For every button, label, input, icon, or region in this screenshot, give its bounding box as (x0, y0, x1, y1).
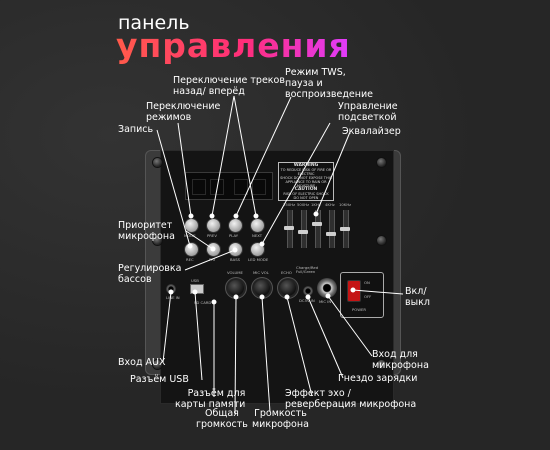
led-mode-button[interactable] (251, 243, 264, 256)
prev-label: PREV (207, 233, 217, 238)
screw-icon (377, 158, 386, 167)
callout-equalizer: Эквалайзер (342, 126, 401, 137)
eq-slider-250hz[interactable] (284, 226, 294, 230)
eq-slider-10khz[interactable] (340, 227, 350, 231)
led-display (185, 172, 273, 200)
power-label: POWER (352, 307, 367, 312)
callout-master-volume: Общая громкость (196, 408, 248, 430)
dc-charge-jack[interactable] (303, 286, 313, 296)
screw-icon (377, 360, 386, 369)
volume-knob[interactable] (228, 280, 244, 296)
mic-volume-knob[interactable] (254, 280, 270, 296)
screw-icon (153, 158, 162, 167)
bass-label: BASS (230, 257, 241, 262)
callout-charge: Гнездо зарядки (338, 373, 418, 384)
eq-band-label: 500Hz (297, 202, 310, 207)
mic-in-label: MIC IN (319, 299, 332, 304)
mode-button[interactable] (185, 219, 198, 232)
callout-usb: Разъём USB (130, 374, 189, 385)
play-label: PLAY (229, 233, 239, 238)
callout-power: Вкл/ выкл (405, 286, 430, 308)
mic-in-jack[interactable] (317, 278, 337, 298)
mic-vol-label: MIC VOL (253, 270, 269, 275)
power-on-label: ON (364, 280, 370, 285)
callout-echo: Эффект эхо / реверберация микрофона (285, 388, 417, 410)
callout-mode-switch: Переключение режимов (146, 101, 221, 123)
callout-sd: Разъём для карты памяти (175, 388, 246, 410)
play-button[interactable] (229, 219, 242, 232)
callout-mic-in: Вход для микрофона (372, 349, 429, 371)
callout-bass: Регулировка бассов (118, 263, 182, 285)
callout-record: Запись (118, 124, 154, 135)
power-off-label: OFF (364, 294, 372, 299)
screw-icon (153, 360, 162, 369)
rec-label: REC (186, 257, 194, 262)
eq-band-label: 10KHz (339, 202, 352, 207)
caution-text: RISK OF ELECTRIC SHOCK DO NOT OPEN (283, 192, 329, 200)
screw-icon (377, 236, 386, 245)
charge-label: Charge/Red Full/Green (296, 265, 319, 274)
prev-button[interactable] (207, 219, 220, 232)
page-subtitle: панель (118, 12, 190, 34)
eq-band-label: 1KHz (311, 202, 321, 207)
callout-backlight: Управление подсветкой (338, 101, 398, 123)
usb-label: USB (191, 278, 199, 283)
eq-slider-track (315, 210, 321, 248)
volume-label: VOLUME (227, 270, 243, 275)
eq-slider-1khz[interactable] (312, 222, 322, 226)
page-title: управления (116, 26, 351, 65)
mode-label: MODE (184, 233, 196, 238)
eq-band-label: 4KHz (325, 202, 335, 207)
callout-mic-priority: Приоритет микрофона (118, 220, 175, 242)
warning-text: TO REDUCE RISK OF FIRE OR ELECTRIC SHOCK… (280, 168, 332, 188)
warning-label: WARNING TO REDUCE RISK OF FIRE OR ELECTR… (278, 162, 334, 201)
echo-knob[interactable] (280, 280, 296, 296)
callout-aux: Вход AUX (118, 357, 166, 368)
callout-track-switch: Переключение треков назад/ вперёд (173, 75, 285, 97)
caution-title: CAUTION (294, 187, 318, 192)
eq-slider-track (301, 210, 307, 248)
line-in-label: LINE IN (166, 295, 180, 300)
echo-label: ECHO (281, 270, 292, 275)
callout-mic-volume: Громкость микрофона (252, 408, 309, 430)
aux-jack[interactable] (166, 284, 176, 294)
eq-slider-500hz[interactable] (298, 230, 308, 234)
next-button[interactable] (251, 219, 264, 232)
screw-icon (153, 236, 162, 245)
eq-slider-track (329, 210, 335, 248)
sd-label: SD CARD (194, 300, 212, 305)
callout-tws-mode: Режим TWS, пауза и воспроизведение (285, 67, 374, 100)
next-label: NEXT (252, 233, 263, 238)
dc-label: DC5V IN (299, 298, 315, 303)
eq-slider-4khz[interactable] (326, 232, 336, 236)
eq-band-label: 250Hz (283, 202, 296, 207)
led-mode-label: LED MODE (248, 257, 269, 262)
